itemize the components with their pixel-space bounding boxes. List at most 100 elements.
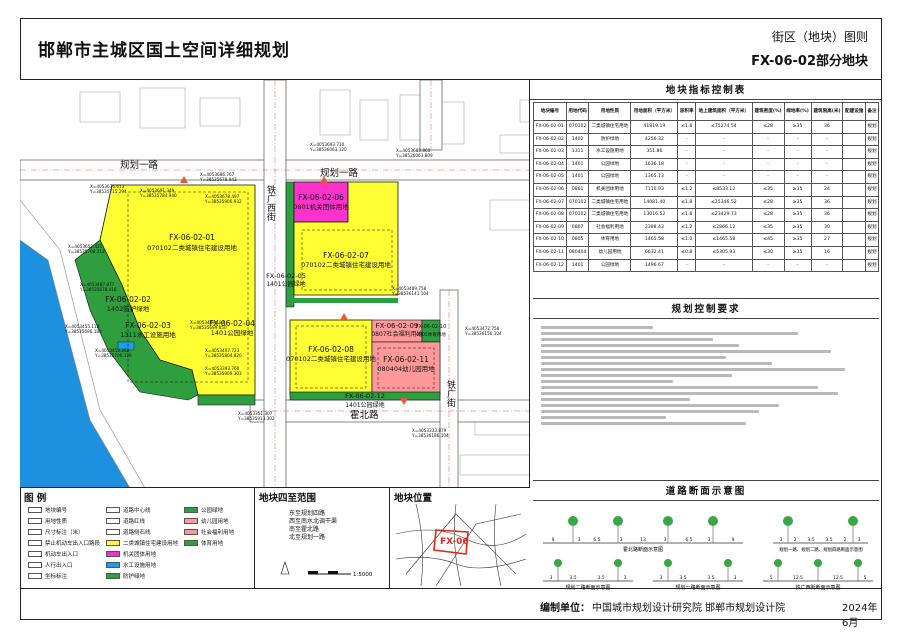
parcel-05[interactable]: [285, 181, 295, 308]
svg-text:X=4053652.421: X=4053652.421: [68, 244, 103, 249]
control-table-cell: -: [751, 145, 785, 159]
scale-text: 1:5000: [353, 572, 373, 578]
control-table-cell: -: [783, 132, 812, 147]
legend-item: 尺寸标注（米）: [28, 528, 84, 536]
control-table-cell: ≥35: [783, 245, 812, 260]
north-arrow-icon: [280, 561, 290, 575]
svg-text:X=4053489.758: X=4053489.758: [392, 286, 427, 291]
control-table-cell: 30: [810, 220, 844, 235]
legend-item: 坐标标注: [28, 572, 67, 580]
legend-item: 地块编号: [28, 506, 67, 514]
parcel-09-use: 0807社会福利用地: [371, 330, 422, 338]
svg-text:X=4053472.758: X=4053472.758: [465, 326, 500, 331]
parcel-05-use: 1401公园绿地: [266, 280, 305, 288]
scope-panel: 地块四至范围 东至规划四路 西至南水北调干渠 南至霍北路 北至规划一路 1:50…: [255, 488, 390, 588]
control-table-cell: ≤45: [751, 233, 785, 247]
svg-text:9: 9: [732, 537, 735, 543]
control-table-cell: 14081.40: [630, 195, 679, 210]
control-table-cell: ≤0.8: [677, 245, 697, 260]
control-table-cell: -: [783, 258, 812, 273]
parcel-12-code: FX-06-02-12: [345, 392, 385, 400]
sheet-footer: 编制单位： 中国城市规划设计研究院 邯郸市规划设计院 2024年6月: [20, 588, 882, 629]
legend-label: 机动车出入口: [45, 552, 79, 558]
legend-label: 坐标标注: [45, 574, 68, 580]
location-map: FX-06: [396, 504, 526, 586]
parcel-03[interactable]: [117, 341, 135, 351]
legend-item: 公园绿地: [184, 506, 223, 514]
control-table-cell: -: [677, 132, 697, 147]
control-table-cell: -: [677, 258, 697, 273]
parcel-11[interactable]: [371, 341, 441, 396]
parcel-07[interactable]: [293, 181, 399, 296]
scope-lines: 东至规划四路 西至南水北调干渠 南至霍北路 北至规划一路: [289, 510, 337, 542]
parcel-04[interactable]: [197, 394, 256, 406]
svg-text:Y=38535909.303: Y=38535909.303: [204, 371, 242, 376]
land-use-map[interactable]: 规划一路 霍北路 规划一路 铁广西街 铁广街 FX-06-02-01 07010…: [20, 80, 530, 488]
svg-text:X=4053455.118: X=4053455.118: [65, 324, 100, 329]
control-table-cell: -: [783, 157, 812, 172]
svg-text:3: 3: [550, 575, 553, 581]
control-table-cell: 1465.58: [630, 233, 679, 247]
control-table-cell: 1401: [565, 258, 590, 273]
parcel-12-use: 1401公园绿地: [345, 401, 384, 409]
control-table-cell: 防护绿地: [588, 132, 632, 147]
control-table-cell: 机关团体用地: [588, 182, 632, 197]
parcel-02[interactable]: [74, 239, 199, 401]
control-table-cell: 1496.67: [630, 258, 679, 273]
control-table-cell: [842, 258, 867, 273]
control-table-cell: 规划: [865, 182, 879, 197]
control-table-cell: 0807: [565, 220, 590, 235]
access-markers: [180, 176, 408, 405]
road-label-tieguangxi: 铁广西街: [265, 184, 276, 222]
control-table-cell: 社会福利用地: [588, 220, 632, 235]
svg-text:Y=38535678.943: Y=38535678.943: [199, 177, 237, 182]
control-table-cell: ≤5305.93: [695, 245, 753, 260]
control-table-cell: ≥35: [783, 195, 812, 210]
parcel-12[interactable]: [289, 391, 441, 401]
control-table-cell: 规划: [865, 233, 879, 247]
legend-swatch: [28, 518, 42, 524]
svg-text:Y=38535804.820: Y=38535804.820: [204, 353, 242, 358]
svg-text:X=4053686.767: X=4053686.767: [200, 172, 235, 177]
svg-text:Y=38536063.120: Y=38536063.120: [309, 147, 347, 152]
control-table-cell: -: [695, 170, 753, 184]
parcel-03-use: 1311水工设施用地: [120, 330, 176, 339]
svg-text:2: 2: [844, 537, 847, 543]
road-label-guihua-1-east: 规划一路: [320, 167, 359, 179]
control-table-cell: 4256.32: [630, 132, 679, 147]
svg-text:X=4053678.497: X=4053678.497: [205, 194, 240, 199]
legend-item: 机关团体用地: [106, 550, 156, 558]
parcel-06[interactable]: [293, 181, 349, 223]
parcel-07-code: FX-06-02-07: [323, 251, 369, 260]
footer-date: 2024年6月: [842, 603, 878, 629]
svg-text:3.5: 3.5: [707, 575, 714, 581]
svg-text:3.5: 3.5: [679, 575, 686, 581]
parcel-06-code: FX-06-02-06: [298, 193, 344, 202]
parcel-07-use: 070102二类城镇住宅建设用地: [301, 260, 391, 269]
parcel-05-code: FX-06-02-05: [266, 272, 306, 280]
parcel-02-use: 1402防护绿地: [107, 304, 150, 313]
sheet-header: 邯郸市主城区国土空间详细规划 街区（地块）图则 FX-06-02部分地块: [20, 18, 882, 80]
control-table-cell: [842, 220, 867, 235]
control-table-cell: 二类城镇住宅用地: [588, 120, 632, 134]
legend-label: 幼儿园用地: [201, 519, 229, 525]
control-table-cell: 27: [810, 233, 844, 247]
legend-label: 二类城镇住宅建设用地: [123, 541, 179, 547]
legend-swatch: [184, 518, 198, 524]
control-table-cell: ≤35: [751, 182, 785, 197]
control-table-cell: ≤28: [751, 195, 785, 210]
control-table-cell: -: [677, 145, 697, 159]
road-section-title: 道路断面示意图: [533, 481, 879, 501]
location-title: 地块位置: [394, 493, 433, 504]
parcel-08[interactable]: [289, 319, 373, 396]
legend-swatch: [106, 551, 120, 557]
control-table-cell: [842, 132, 867, 147]
road-label-tieguang: 铁广街: [445, 379, 456, 408]
parcel-10-code: FX-06-02-10: [416, 324, 447, 330]
svg-text:X=4053452.262: X=4053452.262: [95, 348, 130, 353]
road-label-huobei: 霍北路: [350, 409, 379, 421]
requirements-title: 规划控制要求: [533, 298, 879, 319]
svg-text:3: 3: [734, 575, 737, 581]
